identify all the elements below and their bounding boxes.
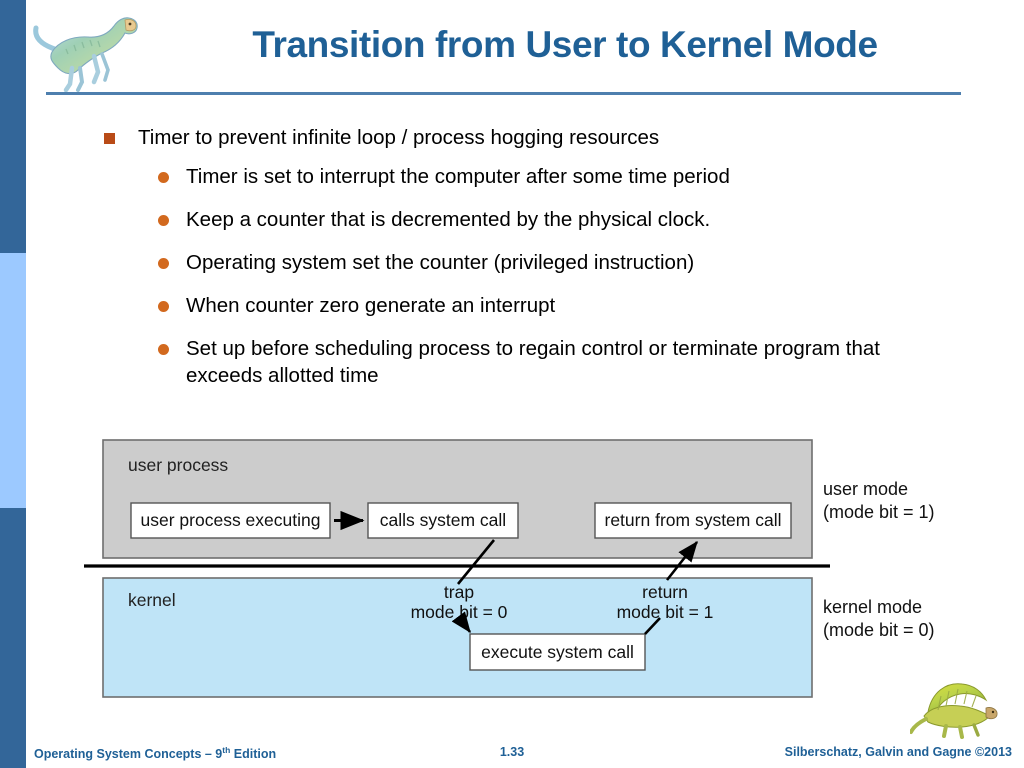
round-bullet-icon	[158, 215, 169, 226]
sidebar-stripe-bottom	[0, 508, 26, 768]
arrow-return-to-user	[665, 540, 699, 581]
trap-connector	[456, 539, 496, 585]
return-connector-lower	[644, 617, 661, 635]
bullet-level2-text: Timer is set to interrupt the computer a…	[186, 165, 730, 188]
return-label-line2: mode bit = 1	[617, 602, 714, 622]
arrow-trap-to-execute	[451, 611, 472, 634]
page-title: Transition from User to Kernel Mode	[252, 24, 878, 65]
bullet-level2-item: When counter zero generate an interrupt	[98, 292, 958, 319]
bullet-level2-item: Timer is set to interrupt the computer a…	[98, 163, 958, 190]
square-bullet-icon	[104, 133, 115, 144]
return-from-system-call-label: return from system call	[605, 510, 782, 530]
round-bullet-icon	[158, 344, 169, 355]
kernel-mode-label-line2: (mode bit = 0)	[823, 620, 935, 640]
user-mode-label-line1: user mode	[823, 479, 908, 499]
user-mode-label-line2: (mode bit = 1)	[823, 502, 935, 522]
round-bullet-icon	[158, 172, 169, 183]
bullet-level2-item: Set up before scheduling process to rega…	[98, 335, 958, 389]
sidebar-stripe-middle	[0, 253, 26, 508]
dinosaur-icon	[32, 8, 144, 94]
bullet-level2-text: When counter zero generate an interrupt	[186, 294, 556, 317]
footer-edition-dash: – 9	[204, 747, 223, 762]
bullet-level2-item: Operating system set the counter (privil…	[98, 249, 958, 276]
footer-edition-sup: th	[222, 745, 231, 755]
return-label-line1: return	[642, 582, 688, 602]
bullet-list: Timer to prevent infinite loop / process…	[98, 124, 958, 405]
return-from-system-call-box	[594, 502, 792, 539]
kernel-mode-label-line1: kernel mode	[823, 597, 922, 617]
trap-label-line2: mode bit = 0	[411, 602, 508, 622]
user-process-executing-label: user process executing	[141, 510, 321, 530]
footer-edition-main: Operating System Concepts	[34, 747, 205, 762]
bullet-level2-text: Keep a counter that is decremented by th…	[186, 208, 711, 231]
execute-system-call-box	[469, 633, 646, 671]
sidebar-stripe-top	[0, 0, 26, 253]
slide-number: 1.33	[499, 745, 525, 759]
round-bullet-icon	[158, 258, 169, 269]
calls-system-call-label: calls system call	[380, 510, 506, 530]
trap-label-line1: trap	[444, 582, 474, 602]
bullet-level1-item: Timer to prevent infinite loop / process…	[98, 124, 958, 152]
dinosaur-icon	[910, 672, 1000, 740]
footer-edition-label: Operating System Concepts – 9th Edition	[34, 745, 276, 761]
kernel-region	[102, 577, 813, 698]
execute-system-call-label: execute system call	[481, 642, 634, 662]
bullet-level2-text: Set up before scheduling process to rega…	[186, 337, 880, 387]
calls-system-call-box	[367, 502, 519, 539]
user-process-executing-box	[130, 502, 331, 539]
user-process-region-label: user process	[128, 455, 228, 475]
bullet-level1-text: Timer to prevent infinite loop / process…	[138, 126, 660, 149]
footer-copyright: Silberschatz, Galvin and Gagne ©2013	[784, 745, 1012, 759]
bullet-level2-item: Keep a counter that is decremented by th…	[98, 206, 958, 233]
bullet-level2-text: Operating system set the counter (privil…	[186, 251, 695, 274]
round-bullet-icon	[158, 301, 169, 312]
footer-edition-tail: Edition	[230, 747, 277, 762]
user-process-region	[102, 439, 813, 559]
title-underline	[46, 92, 961, 95]
kernel-region-label: kernel	[128, 590, 176, 610]
